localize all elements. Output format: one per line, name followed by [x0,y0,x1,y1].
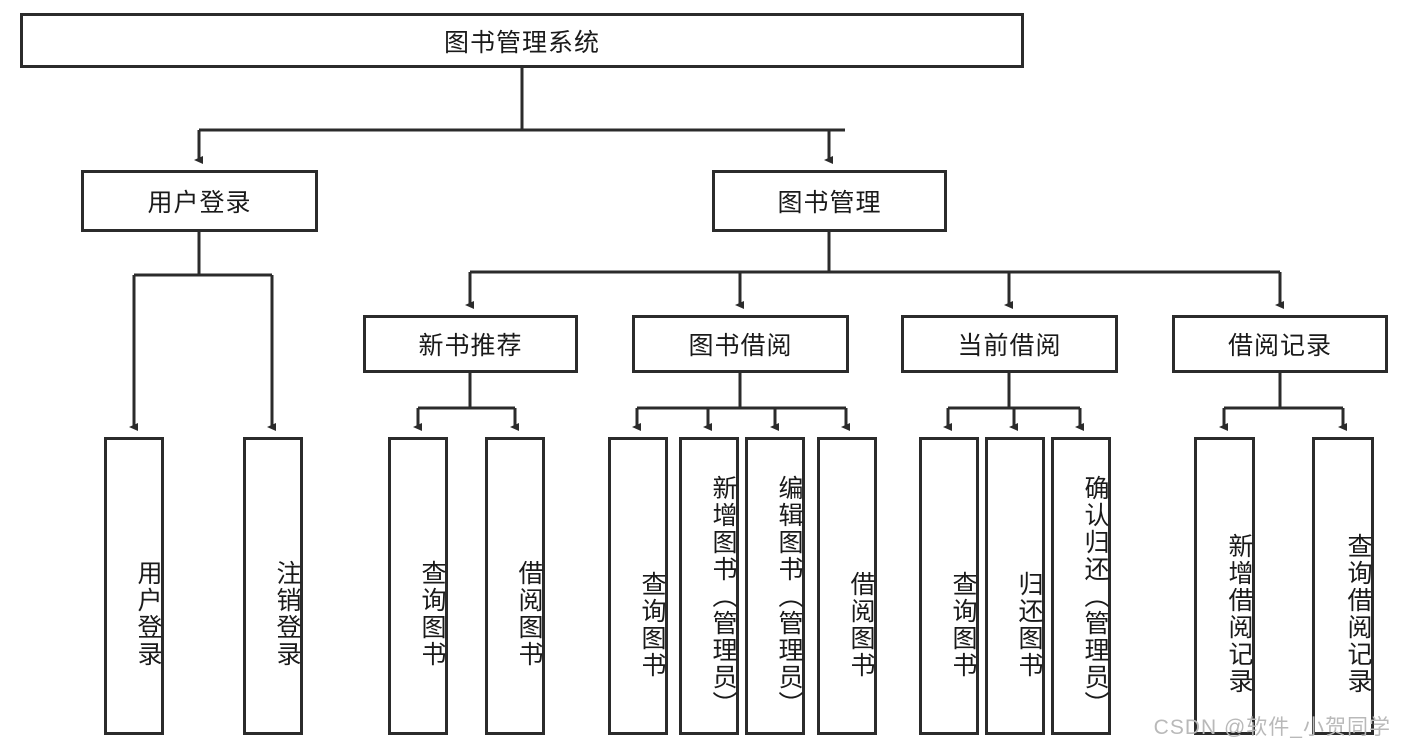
node-leaf-confirm-return-label: 确认归还（管理员） [1081,474,1109,718]
node-book-manage-label: 图书管理 [777,189,882,217]
node-book-borrow[interactable]: 图书借阅 [632,315,849,373]
node-root-label: 图书管理系统 [443,28,600,57]
node-new-book-rec-label: 新书推荐 [418,332,523,360]
node-leaf-add-book[interactable]: 新增图书（管理员） [679,437,739,735]
node-leaf-query-book-2-label: 查询图书 [638,571,666,679]
node-leaf-logout[interactable]: 注销登录 [243,437,303,735]
node-user-login-label: 用户登录 [147,189,252,217]
node-leaf-borrow-book-1-label: 借阅图书 [515,560,543,668]
node-leaf-query-book-3[interactable]: 查询图书 [919,437,979,735]
node-current-borrow[interactable]: 当前借阅 [901,315,1118,373]
node-leaf-add-book-label: 新增图书（管理员） [709,474,737,718]
node-book-manage[interactable]: 图书管理 [712,170,947,232]
node-leaf-query-book-3-label: 查询图书 [949,571,977,679]
node-leaf-borrow-book-2[interactable]: 借阅图书 [817,437,877,735]
node-leaf-logout-label: 注销登录 [273,560,301,668]
node-leaf-return-book-label: 归还图书 [1015,571,1043,679]
node-leaf-add-record-label: 新增借阅记录 [1225,533,1253,695]
node-book-borrow-label: 图书借阅 [688,332,793,360]
node-leaf-edit-book-label: 编辑图书（管理员） [775,474,803,718]
node-leaf-query-record[interactable]: 查询借阅记录 [1312,437,1374,735]
node-leaf-edit-book[interactable]: 编辑图书（管理员） [745,437,805,735]
node-root[interactable]: 图书管理系统 [20,13,1024,68]
node-current-borrow-label: 当前借阅 [957,332,1062,360]
node-leaf-return-book[interactable]: 归还图书 [985,437,1045,735]
node-leaf-user-login[interactable]: 用户登录 [104,437,164,735]
node-leaf-query-record-label: 查询借阅记录 [1344,533,1372,695]
node-leaf-borrow-book-2-label: 借阅图书 [847,571,875,679]
node-leaf-borrow-book-1[interactable]: 借阅图书 [485,437,545,735]
node-leaf-add-record[interactable]: 新增借阅记录 [1194,437,1255,735]
node-new-book-rec[interactable]: 新书推荐 [363,315,578,373]
node-user-login[interactable]: 用户登录 [81,170,318,232]
node-leaf-confirm-return[interactable]: 确认归还（管理员） [1051,437,1111,735]
node-leaf-user-login-label: 用户登录 [134,560,162,668]
node-borrow-record[interactable]: 借阅记录 [1172,315,1388,373]
node-leaf-query-book-2[interactable]: 查询图书 [608,437,668,735]
node-leaf-query-book-1[interactable]: 查询图书 [388,437,448,735]
node-leaf-query-book-1-label: 查询图书 [418,560,446,668]
node-borrow-record-label: 借阅记录 [1227,332,1332,360]
